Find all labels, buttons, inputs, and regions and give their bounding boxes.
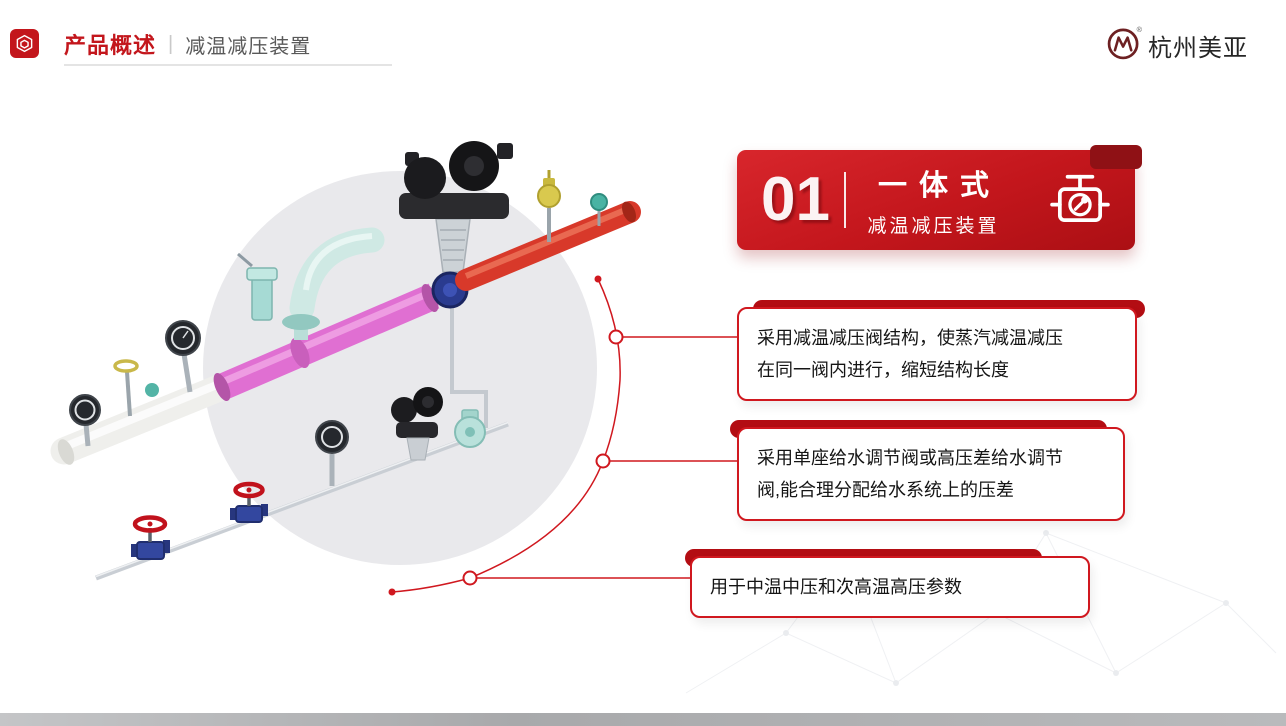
piping-illustration [50, 141, 641, 581]
logo-text: 杭州美亚 [1148, 35, 1248, 62]
page-subtitle: 减温减压装置 [185, 35, 312, 58]
callout-2-line-2: 阀,能合理分配给水系统上的压差 [757, 480, 1014, 500]
safety-valve [237, 252, 278, 321]
callout-1-body: 采用减温减压阀结构，使蒸汽减温减压 在同一阀内进行，缩短结构长度 [737, 307, 1137, 401]
pressure-gauge-2 [69, 394, 101, 447]
callout-3-body: 用于中温中压和次高温高压参数 [690, 556, 1090, 618]
callout-2-body: 采用单座给水调节阀或高压差给水调节 阀,能合理分配给水系统上的压差 [737, 427, 1125, 521]
header-underline [64, 64, 392, 66]
banner-subtitle: 减温减压装置 [867, 216, 1000, 237]
callout-2: 采用单座给水调节阀或高压差给水调节 阀,能合理分配给水系统上的压差 [730, 420, 1125, 521]
banner-01: 01 一体式 减温减压装置 [737, 145, 1142, 250]
teal-elbow-pipe [282, 227, 385, 340]
callout-1: 采用减温减压阀结构，使蒸汽减温减压 在同一阀内进行，缩短结构长度 [737, 300, 1145, 401]
small-instrument-valve [113, 359, 159, 417]
banner-text: 一体式 减温减压装置 [866, 162, 1001, 238]
pressure-gauge-3 [315, 420, 349, 486]
pressure-gauge-1 [165, 320, 201, 393]
cube-icon [10, 29, 39, 58]
white-pipe-segment [50, 372, 238, 465]
handwheel-valve-1 [131, 515, 170, 560]
callout-1-line-2: 在同一阀内进行，缩短结构长度 [757, 360, 1009, 380]
banner-divider [843, 172, 846, 228]
valve-icon [1049, 169, 1111, 231]
banner-number: 01 [761, 165, 830, 234]
callout-3-line-1: 用于中温中压和次高温高压参数 [710, 577, 962, 597]
yellow-instrument [537, 170, 561, 242]
title-row: 产品概述 | 减温减压装置 [64, 28, 311, 60]
callout-3: 用于中温中压和次高温高压参数 [685, 549, 1090, 618]
banner-title: 一体式 [877, 170, 1001, 202]
handwheel-valve-2 [230, 481, 268, 523]
bottom-bar [0, 713, 1286, 726]
svg-text:®: ® [1137, 25, 1143, 34]
callout-1-line-1: 采用减温减压阀结构，使蒸汽减温减压 [757, 328, 1063, 348]
callout-2-line-1: 采用单座给水调节阀或高压差给水调节 [757, 448, 1063, 468]
title-separator: | [168, 32, 174, 55]
page-title: 产品概述 [64, 33, 157, 58]
main-control-valve [399, 141, 513, 273]
m-circle-icon: ® [1105, 24, 1143, 67]
logo: ® 杭州美亚 [1105, 24, 1248, 67]
green-ball-instrument [590, 193, 608, 226]
header: 产品概述 | 减温减压装置 ® 杭州美亚 [0, 0, 1286, 72]
